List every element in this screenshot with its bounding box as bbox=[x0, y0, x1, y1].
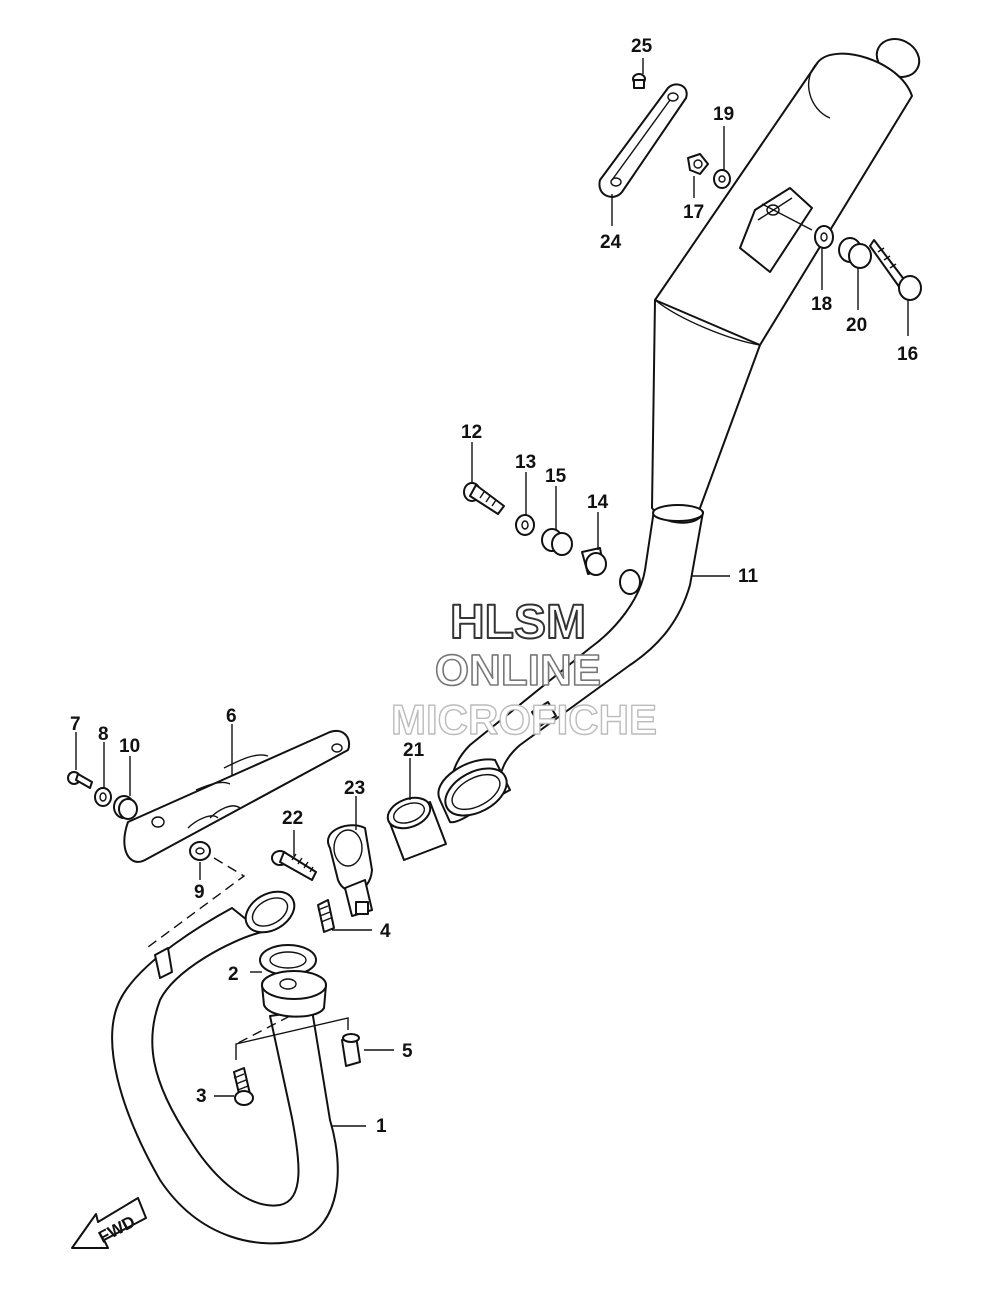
grommet-20 bbox=[838, 237, 872, 269]
callout-22: 22 bbox=[282, 808, 303, 829]
collar-9 bbox=[189, 841, 211, 861]
callouts: 1 2 3 4 5 6 7 8 9 10 11 12 13 14 15 16 1… bbox=[70, 36, 918, 1137]
watermark-line-1: HLSM bbox=[450, 596, 586, 649]
callout-11: 11 bbox=[738, 566, 759, 587]
mid-pipe bbox=[437, 504, 704, 824]
callout-6: 6 bbox=[226, 706, 237, 727]
clamp bbox=[327, 824, 373, 917]
heat-shield bbox=[123, 729, 350, 863]
callout-13: 13 bbox=[515, 452, 536, 473]
watermark: HLSM ONLINE MICROFICHE bbox=[390, 595, 657, 744]
callout-16: 16 bbox=[897, 344, 918, 365]
callout-18: 18 bbox=[811, 294, 832, 315]
shield-bolt-7 bbox=[67, 771, 93, 789]
callout-17: 17 bbox=[683, 202, 704, 223]
bolt-22 bbox=[271, 850, 317, 881]
callout-10: 10 bbox=[119, 736, 140, 757]
callout-25: 25 bbox=[631, 36, 653, 57]
callout-15: 15 bbox=[545, 466, 567, 487]
nut-5 bbox=[341, 1033, 361, 1067]
callout-7: 7 bbox=[70, 714, 81, 735]
grommet-10 bbox=[113, 795, 138, 820]
gasket-sleeve bbox=[386, 796, 447, 861]
nut-17 bbox=[687, 153, 709, 175]
muffler-body bbox=[651, 38, 921, 518]
leader-lines bbox=[75, 58, 909, 1127]
washer-8 bbox=[94, 787, 112, 807]
watermark-line-3: MICROFICHE bbox=[391, 696, 657, 743]
bracket-24 bbox=[598, 83, 688, 198]
bolt-25 bbox=[632, 73, 646, 89]
callout-5: 5 bbox=[402, 1041, 413, 1062]
washer-13 bbox=[515, 514, 535, 536]
callout-9: 9 bbox=[194, 882, 205, 903]
bolt-16 bbox=[869, 239, 922, 301]
bolt-12 bbox=[463, 482, 505, 515]
callout-4: 4 bbox=[380, 921, 391, 942]
washer-19 bbox=[713, 169, 731, 189]
callout-19: 19 bbox=[713, 104, 734, 125]
washer-18 bbox=[814, 225, 834, 249]
callout-12: 12 bbox=[461, 422, 482, 443]
callout-20: 20 bbox=[846, 315, 867, 336]
header-pipe bbox=[111, 890, 339, 1245]
fwd-arrow-icon: FWD bbox=[71, 1197, 147, 1249]
callout-24: 24 bbox=[600, 232, 622, 253]
grommet-15 bbox=[541, 528, 573, 556]
callout-8: 8 bbox=[98, 724, 109, 745]
callout-2: 2 bbox=[228, 964, 239, 985]
callout-23: 23 bbox=[344, 778, 365, 799]
bolt-3 bbox=[233, 1067, 254, 1106]
callout-21: 21 bbox=[403, 740, 425, 761]
callout-14: 14 bbox=[587, 492, 609, 513]
callout-1: 1 bbox=[376, 1116, 387, 1137]
watermark-line-2: ONLINE bbox=[435, 646, 601, 695]
stud-4 bbox=[317, 899, 335, 933]
callout-3: 3 bbox=[196, 1086, 207, 1107]
collar-14 bbox=[581, 547, 607, 576]
header-flange bbox=[261, 970, 327, 1018]
